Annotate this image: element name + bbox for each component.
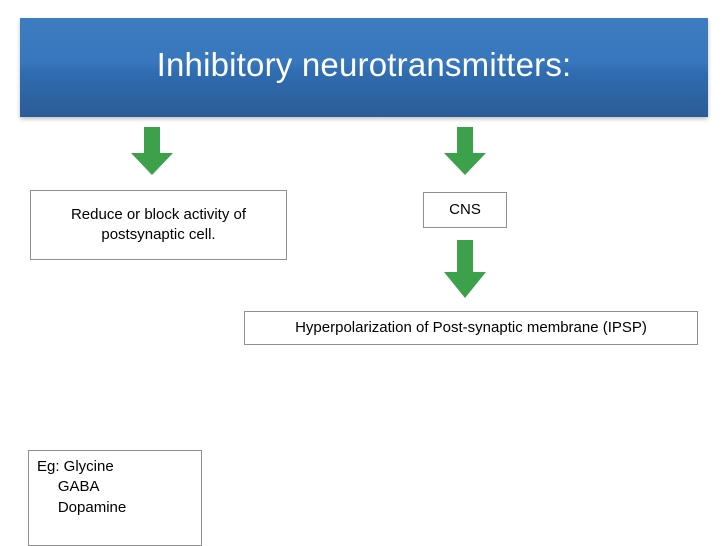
arrow-shaft	[144, 127, 160, 153]
arrow-head	[444, 153, 486, 175]
example-line-2: GABA	[37, 478, 100, 496]
arrow-head	[444, 272, 486, 298]
arrow-head	[131, 153, 173, 175]
examples-text: Eg: Glycine GABA Dopamine	[37, 457, 126, 518]
arrow-shaft	[457, 127, 473, 153]
reduce-activity-box: Reduce or block activity of postsynaptic…	[30, 190, 287, 260]
cns-label: CNS	[449, 200, 481, 218]
page-title: Inhibitory neurotransmitters:	[156, 45, 572, 83]
hyperpolarization-box: Hyperpolarization of Post-synaptic membr…	[244, 311, 698, 345]
hyperpolarization-label: Hyperpolarization of Post-synaptic membr…	[295, 318, 647, 336]
reduce-activity-line-2: postsynaptic cell.	[101, 226, 216, 243]
reduce-activity-line-1: Reduce or block activity of	[70, 205, 247, 223]
down-arrow-icon	[444, 240, 486, 298]
reduce-activity-text: Reduce or block activity of postsynaptic…	[71, 205, 246, 246]
example-line-3: Dopamine	[37, 498, 127, 516]
example-line-1: Eg: Glycine	[37, 458, 114, 475]
examples-box: Eg: Glycine GABA Dopamine	[28, 450, 202, 546]
title-banner: Inhibitory neurotransmitters:	[20, 18, 708, 117]
cns-box: CNS	[423, 192, 507, 228]
down-arrow-icon	[131, 127, 173, 175]
down-arrow-icon	[444, 127, 486, 175]
arrow-shaft	[457, 240, 473, 272]
